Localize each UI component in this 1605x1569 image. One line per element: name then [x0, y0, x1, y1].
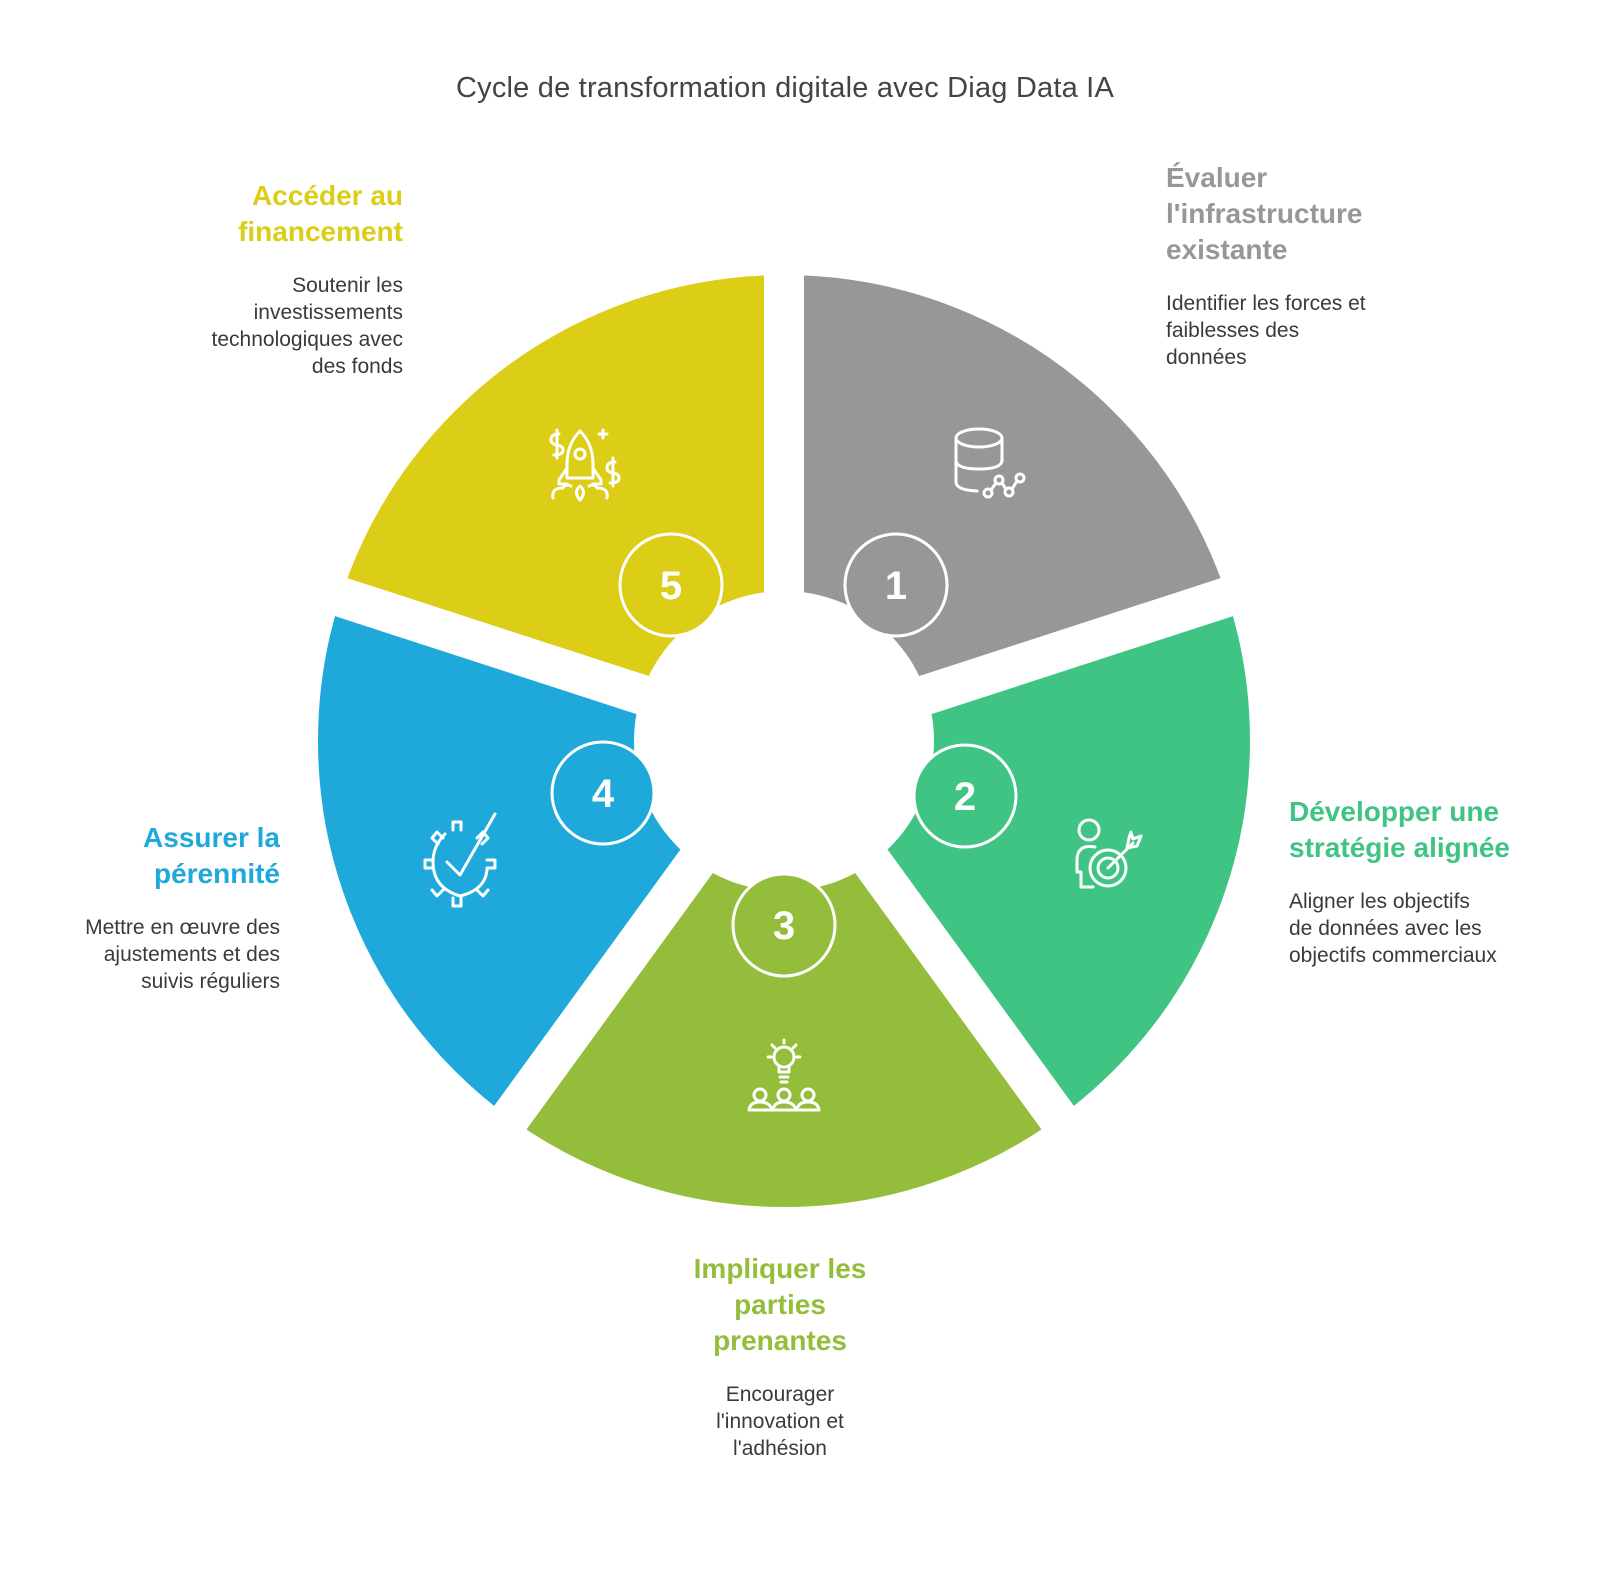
- step-5-badge: 5: [618, 532, 724, 638]
- diagram-title: Cycle de transformation digitale avec Di…: [456, 72, 1114, 104]
- step-number: 1: [885, 564, 907, 608]
- step-4-badge: 4: [550, 740, 656, 846]
- segment-gap: [470, 826, 730, 1163]
- rocket-dollar-icon: [549, 428, 621, 502]
- badge-circle: [731, 872, 837, 978]
- step-2-description: Aligner les objectifs de données avec le…: [1289, 890, 1497, 967]
- step-3-heading: Impliquer les parties prenantes: [693, 1253, 867, 1356]
- step-4-description: Mettre en œuvre des ajustements et des s…: [85, 916, 280, 993]
- step-4-heading: Assurer la pérennité: [143, 822, 280, 889]
- step-1-heading-line-1: Évaluer: [1166, 162, 1268, 193]
- step-number: 5: [660, 564, 682, 608]
- step-1-heading-line-3: existante: [1166, 234, 1288, 265]
- database-network-icon: [954, 427, 1026, 499]
- step-3-description: Encourager l'innovation et l'adhésion: [716, 1383, 844, 1460]
- step-1-description: Identifier les forces et faiblesses des …: [1166, 292, 1366, 369]
- center-hole: [634, 591, 934, 891]
- step-4-label: Assurer la pérennité Mettre en œuvre des…: [60, 820, 280, 995]
- step-number: 4: [592, 772, 615, 816]
- step-number: 2: [954, 775, 976, 819]
- outer-trim: [278, 235, 1290, 1247]
- step-3-badge: 3: [731, 872, 837, 978]
- gear-check-icon: [423, 812, 497, 908]
- segment-gap: [891, 565, 1272, 723]
- step-2-badge: 2: [912, 743, 1018, 849]
- badge-circle: [843, 532, 949, 638]
- lightbulb-team-icon: [747, 1038, 821, 1112]
- segment-gap: [838, 826, 1098, 1163]
- step-1-heading-line-2: l'infrastructure: [1166, 198, 1363, 229]
- person-target-icon: [1075, 818, 1143, 889]
- badge-circle: [550, 740, 656, 846]
- badge-circle: [618, 532, 724, 638]
- badge-circle: [912, 743, 1018, 849]
- step-1-label: Évaluer l'infrastructure existante Ident…: [1166, 160, 1426, 371]
- step-5-label: Accéder au financement Soutenir les inve…: [183, 178, 403, 380]
- step-5-heading: Accéder au financement: [238, 180, 403, 247]
- step-number: 3: [773, 904, 795, 948]
- step-1-heading: Évaluer l'infrastructure existante: [1166, 160, 1426, 268]
- step-2-heading: Développer une stratégie alignée: [1289, 796, 1510, 863]
- step-1-badge: 1: [843, 532, 949, 638]
- segment-gap: [296, 565, 677, 723]
- step-3-label: Impliquer les parties prenantes Encourag…: [680, 1251, 880, 1462]
- step-5-description: Soutenir les investissements technologiq…: [211, 274, 403, 378]
- step-2-label: Développer une stratégie alignée Aligner…: [1289, 794, 1519, 969]
